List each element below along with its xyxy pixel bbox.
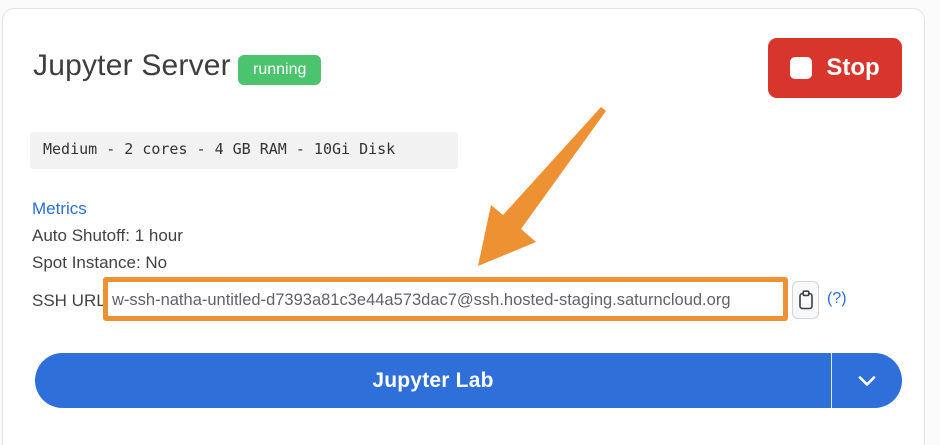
server-card: Jupyter Server running Stop Medium - 2 c… <box>2 8 925 445</box>
instance-specs: Medium - 2 cores - 4 GB RAM - 10Gi Disk <box>30 132 458 169</box>
jupyter-lab-main[interactable]: Jupyter Lab <box>35 353 832 408</box>
stop-button[interactable]: Stop <box>768 38 902 98</box>
spot-instance-text: Spot Instance: No <box>32 253 168 272</box>
metrics-link[interactable]: Metrics <box>32 199 87 218</box>
ssh-help-link[interactable]: (?) <box>827 290 847 307</box>
auto-shutoff-text: Auto Shutoff: 1 hour <box>32 226 183 245</box>
page-title: Jupyter Server <box>33 49 231 82</box>
stop-button-label: Stop <box>826 54 880 81</box>
jupyter-lab-label: Jupyter Lab <box>372 368 494 392</box>
ssh-url-label: SSH URL <box>32 291 106 310</box>
copy-button[interactable] <box>792 281 819 319</box>
stop-square-icon <box>790 57 813 79</box>
jupyter-lab-button[interactable]: Jupyter Lab <box>35 353 902 408</box>
ssh-url-input[interactable] <box>105 280 787 320</box>
chevron-down-icon <box>858 375 876 386</box>
jupyter-lab-dropdown-toggle[interactable] <box>832 353 902 408</box>
clipboard-icon <box>798 290 813 310</box>
status-badge: running <box>238 55 322 85</box>
